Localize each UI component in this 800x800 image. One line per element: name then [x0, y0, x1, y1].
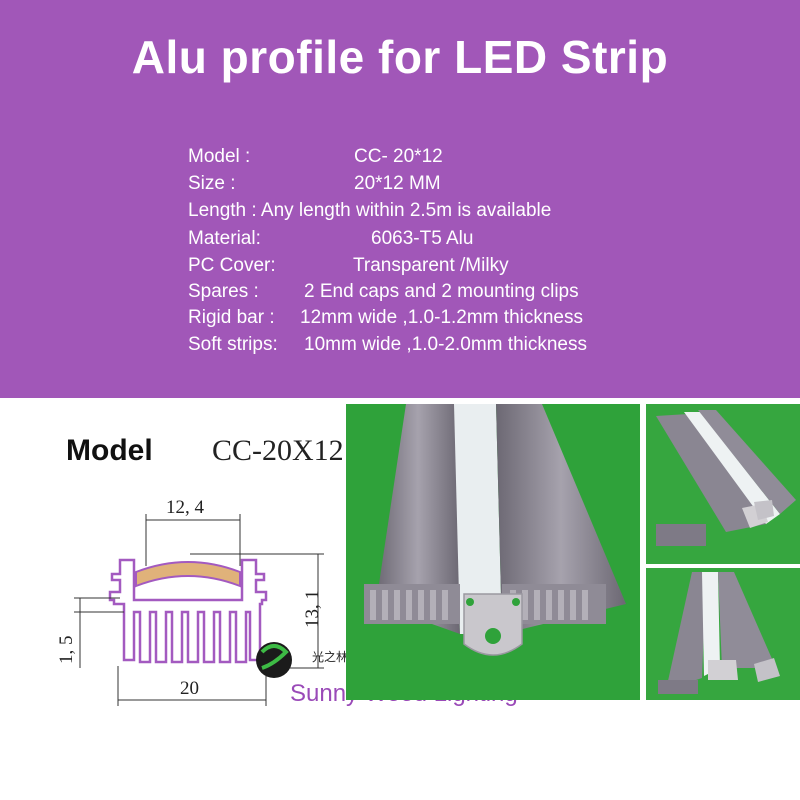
drawing-model-label: Model: [66, 434, 153, 467]
spec-value: 12mm wide ,1.0-1.2mm thickness: [300, 307, 583, 328]
spec-value: 2 End caps and 2 mounting clips: [304, 281, 579, 302]
spec-label: Rigid bar :: [188, 307, 275, 328]
spec-value: 10mm wide ,1.0-2.0mm thickness: [304, 334, 587, 355]
dim-side-label: 1, 5: [56, 636, 77, 665]
dimension-lines: [74, 514, 324, 706]
spec-label: Model :: [188, 146, 251, 167]
dim-bottom-label: 20: [180, 678, 199, 699]
profile-cross-section: [108, 558, 268, 664]
spec-value: 6063-T5 Alu: [371, 228, 474, 249]
title-banner: Alu profile for LED Strip Model : CC- 20…: [0, 0, 800, 398]
spec-label: Material:: [188, 228, 261, 249]
spec-value: CC- 20*12: [354, 146, 443, 167]
product-photo-main: [346, 404, 640, 700]
spec-label: Size :: [188, 173, 236, 194]
product-photo-top-right: [646, 404, 800, 564]
spec-label: Spares :: [188, 281, 259, 302]
spec-value: Transparent /Milky: [353, 255, 509, 276]
alu-profile-shape: [108, 558, 268, 664]
spec-label: PC Cover:: [188, 255, 276, 276]
spec-label: Length : Any length within 2.5m is avail…: [188, 200, 552, 221]
product-photo-bottom-right: [646, 568, 800, 700]
dim-top-label: 12, 4: [166, 497, 205, 518]
brand-logo-icon: [256, 642, 292, 678]
spec-label: Soft strips:: [188, 334, 278, 355]
page-title: Alu profile for LED Strip: [131, 31, 669, 83]
pc-cover-shape: [135, 561, 241, 588]
dim-height-label: 13, 1: [302, 590, 323, 628]
spec-value: 20*12 MM: [354, 173, 441, 194]
drawing-model-code: CC-20X12: [212, 434, 344, 467]
